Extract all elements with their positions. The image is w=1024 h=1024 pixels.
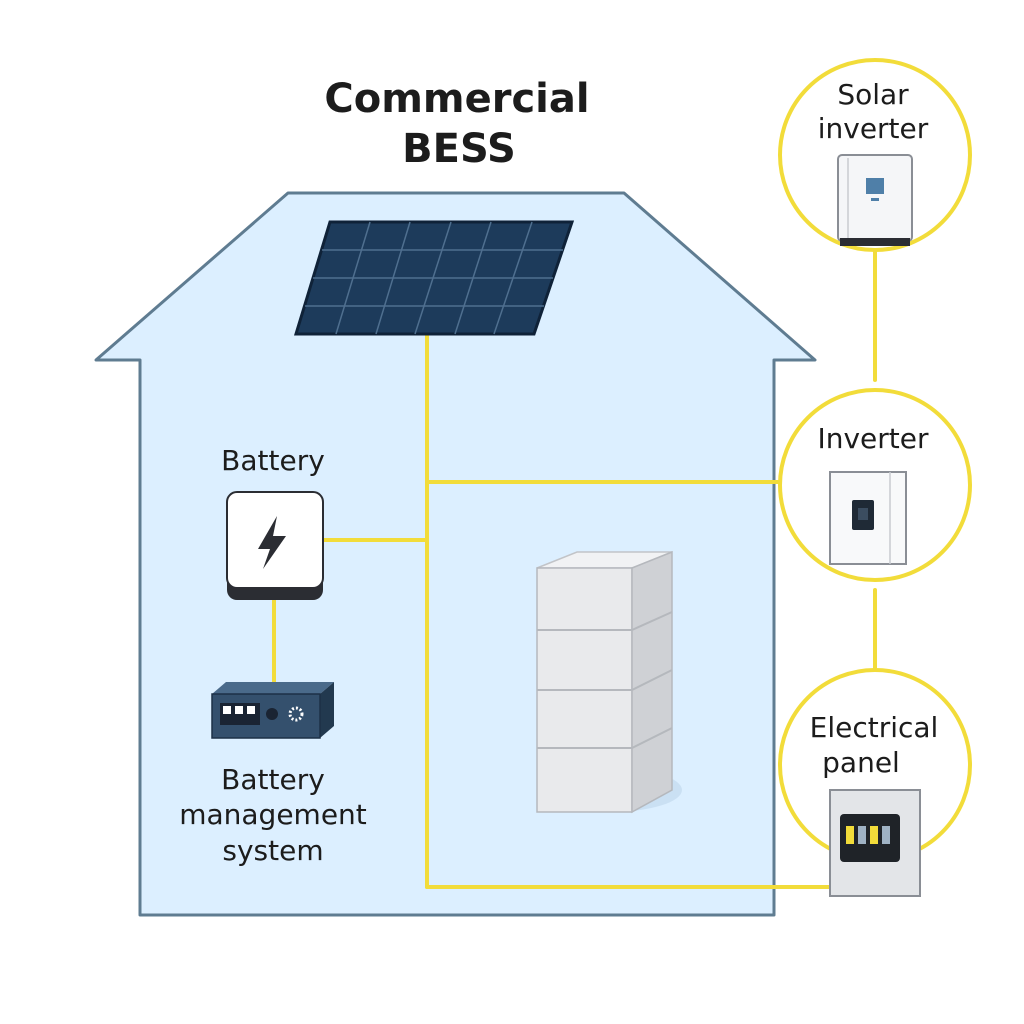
bms-device-icon bbox=[211, 682, 334, 739]
battery-unit bbox=[226, 491, 324, 600]
lightning-bolt-icon bbox=[258, 516, 286, 569]
diagram-title-line2: BESS bbox=[402, 126, 516, 172]
battery-label: Battery bbox=[221, 444, 325, 477]
callout-solar-inverter: Solar inverter bbox=[778, 58, 972, 252]
callout-inverter: Inverter bbox=[778, 388, 972, 582]
battery-stack-icon bbox=[536, 550, 682, 814]
electrical-panel-label-line1: Electrical bbox=[810, 711, 939, 744]
inverter-icon bbox=[829, 471, 907, 565]
inverter-label: Inverter bbox=[817, 422, 929, 455]
bms-label-line2: management bbox=[179, 798, 367, 831]
wiring bbox=[272, 248, 877, 889]
callout-electrical-panel: Electrical panel bbox=[778, 668, 972, 897]
solar-inverter-icon bbox=[837, 154, 913, 246]
solar-inverter-label-line1: Solar bbox=[837, 78, 909, 111]
electrical-panel-icon bbox=[829, 789, 921, 897]
bms-label-line3: system bbox=[222, 834, 323, 867]
electrical-panel-label-line2: panel bbox=[822, 746, 900, 779]
diagram-title-line1: Commercial bbox=[324, 76, 589, 122]
bms-label-line1: Battery bbox=[221, 763, 325, 796]
solar-inverter-label-line2: inverter bbox=[818, 112, 929, 145]
solar-panel-icon bbox=[293, 220, 575, 336]
